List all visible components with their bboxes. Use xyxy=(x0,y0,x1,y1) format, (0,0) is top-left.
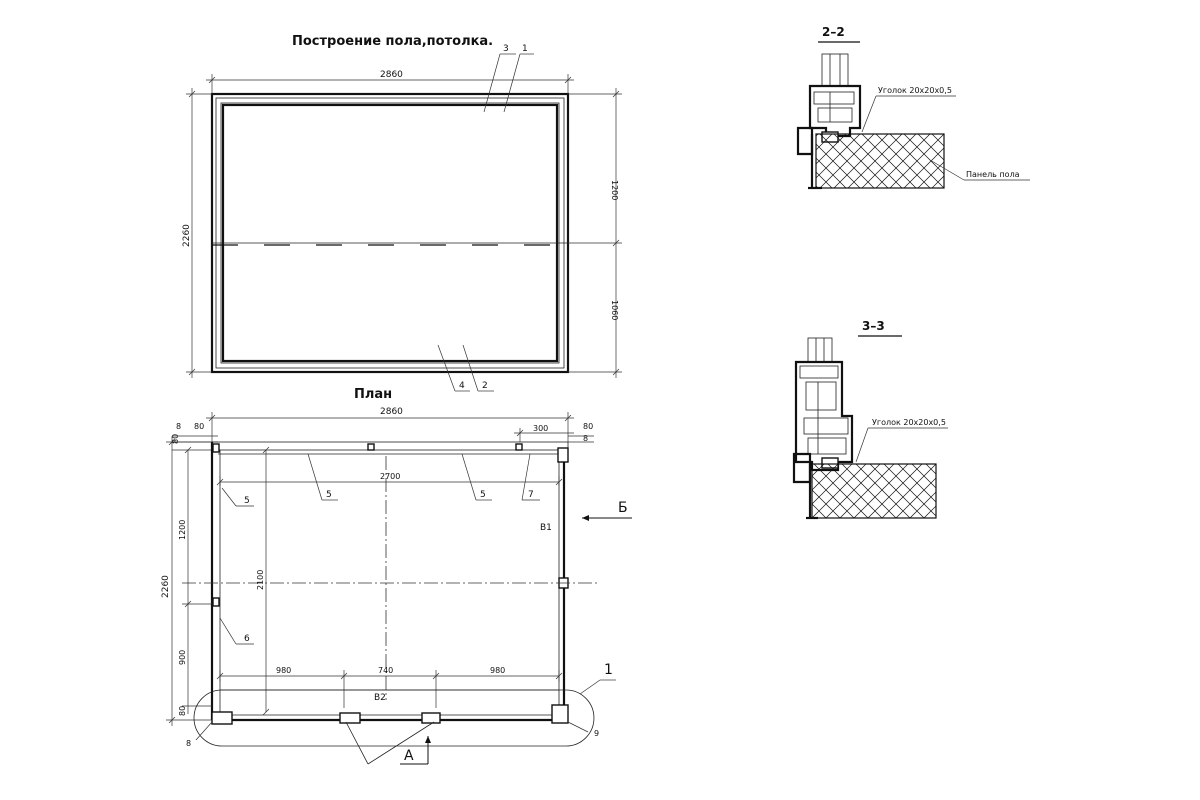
plan-dim-80-right: 80 xyxy=(583,422,593,431)
plan-dim-2700: 2700 xyxy=(380,472,400,481)
callout-1-top: 1 xyxy=(522,44,528,54)
door-swing-right xyxy=(367,721,435,765)
plan-label-b1: В1 xyxy=(540,523,552,533)
top-rail xyxy=(211,441,569,451)
plan-dim-2100: 2100 xyxy=(256,570,265,590)
plan-view-a: А xyxy=(404,748,414,764)
plan-label-b2: В2 xyxy=(374,693,386,703)
section-2-2-panel-label: Панель пола xyxy=(966,170,1020,179)
plan-view-b: Б xyxy=(618,500,628,516)
plan-dim-300: 300 xyxy=(533,424,548,433)
plan-dim-980-right: 980 xyxy=(490,666,505,675)
plan-callout-5c: 5 xyxy=(480,490,486,500)
callout-2: 2 xyxy=(482,381,488,391)
section-2-2-corner-label: Уголок 20х20х0,5 xyxy=(878,86,952,95)
post-top-right xyxy=(557,447,569,463)
ceiling-dim-upper: 1200 xyxy=(610,180,619,200)
post-top-right-a xyxy=(515,443,523,451)
section-2-2-title: 2–2 xyxy=(822,25,845,39)
plan-dim-980-left: 980 xyxy=(276,666,291,675)
post-bottom-right xyxy=(551,704,569,724)
plan-dim-width: 2860 xyxy=(380,407,403,417)
ceiling-plan-title: Построение пола,потолка. xyxy=(292,34,493,49)
plan-dim-2260: 2260 xyxy=(161,575,171,598)
post-top-left xyxy=(212,443,220,453)
floor-plan: План 2860 300 8 80 80 80 8 xyxy=(161,387,632,765)
detail-region-1 xyxy=(193,689,595,747)
ceiling-dim-lower: 1060 xyxy=(610,300,619,320)
plan-callout-6: 6 xyxy=(244,634,250,644)
plan-callout-7: 7 xyxy=(528,490,534,500)
section-3-3-corner-label: Уголок 20х20х0,5 xyxy=(872,418,946,427)
plan-callout-5a: 5 xyxy=(244,496,250,506)
ceiling-floor-plan: Построение пола,потолка. 2860 2260 1200 … xyxy=(182,34,622,392)
post-bottom-door-right xyxy=(421,712,441,724)
post-top-mid xyxy=(367,443,375,451)
plan-dim-80-top: 80 xyxy=(171,434,180,444)
plan-callout-8: 8 xyxy=(186,739,191,748)
ceiling-dim-height: 2260 xyxy=(182,224,192,247)
section-2-2-profile xyxy=(808,84,862,138)
inner-frame xyxy=(221,103,559,363)
plan-dim-8-topleft: 8 xyxy=(176,422,181,431)
section-3-3-title: 3–3 xyxy=(862,319,885,333)
plan-dim-900: 900 xyxy=(178,650,187,665)
plan-title: План xyxy=(354,387,392,402)
plan-dim-1200: 1200 xyxy=(178,520,187,540)
plan-dim-740: 740 xyxy=(378,666,393,675)
plan-callout-5b: 5 xyxy=(326,490,332,500)
frame-layer-3 xyxy=(220,102,560,364)
section-2-2: 2–2 Уголок 20х20х0,5 Панель пола xyxy=(796,25,1030,190)
plan-callout-9: 9 xyxy=(594,729,599,738)
plan-callout-1: 1 xyxy=(604,662,613,678)
outer-frame xyxy=(210,92,570,374)
plan-dim-8-topright: 8 xyxy=(583,434,588,443)
section-2-2-floor-panel xyxy=(815,133,945,189)
door-swing-left xyxy=(345,721,369,765)
frame-layer-2 xyxy=(215,97,565,369)
plan-dim-80-left: 80 xyxy=(194,422,204,431)
section-3-3-glass xyxy=(807,337,833,363)
post-left-mid xyxy=(212,597,220,607)
post-bottom-left xyxy=(211,711,233,725)
callout-3: 3 xyxy=(503,44,509,54)
callout-4: 4 xyxy=(459,381,465,391)
section-2-2-glass xyxy=(821,53,849,87)
plan-dim-80-bottom: 80 xyxy=(178,706,187,716)
post-bottom-door-left xyxy=(339,712,361,724)
section-3-3-floor-panel xyxy=(811,463,937,519)
section-3-3: 3–3 Уголок 20х20х0,5 xyxy=(792,319,948,520)
ceiling-dim-width: 2860 xyxy=(380,70,403,80)
